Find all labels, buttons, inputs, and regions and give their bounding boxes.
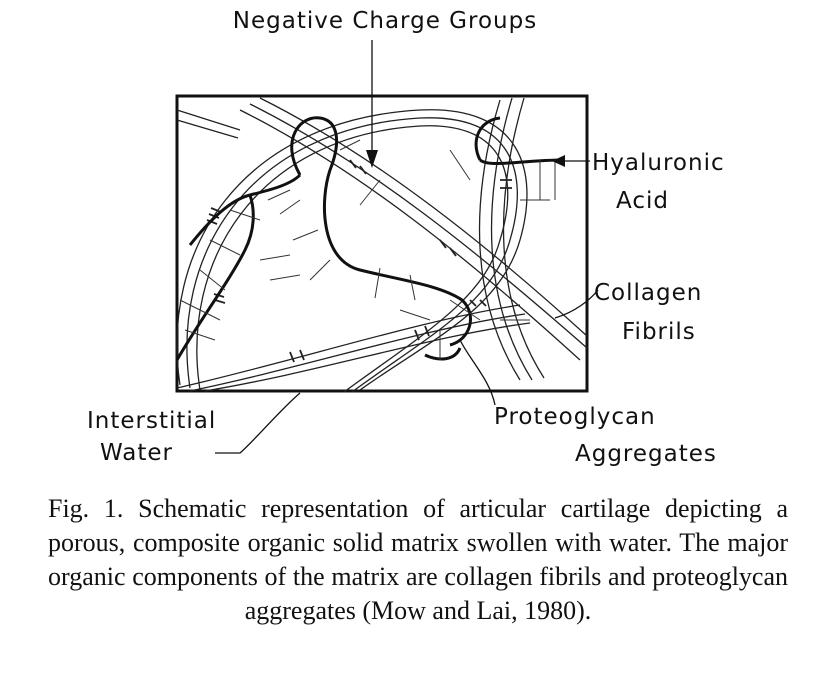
label-proteoglycan-aggregates-1: Proteoglycan	[494, 404, 656, 430]
label-interstitial-water-2: Water	[100, 440, 173, 466]
label-proteoglycan-aggregates-2: Aggregates	[575, 441, 717, 467]
label-collagen-fibrils-2: Fibrils	[622, 319, 696, 345]
figure-caption: Fig. 1. Schematic representation of arti…	[48, 494, 788, 625]
label-hyaluronic-acid-2: Acid	[616, 188, 669, 214]
matrix-frame	[175, 94, 589, 393]
negative-charge-ticks	[179, 139, 556, 360]
collagen-fibrils	[176, 97, 588, 393]
cartilage-matrix-diagram: Negative Charge Groups Hyaluronic Acid C…	[87, 8, 725, 467]
pointer-lines	[215, 40, 599, 454]
proteoglycan-aggregates	[175, 116, 566, 361]
label-collagen-fibrils-1: Collagen	[594, 280, 702, 306]
label-interstitial-water-1: Interstitial	[87, 408, 216, 434]
label-hyaluronic-acid-1: Hyaluronic	[592, 150, 725, 176]
label-negative-charge-groups: Negative Charge Groups	[233, 8, 537, 34]
